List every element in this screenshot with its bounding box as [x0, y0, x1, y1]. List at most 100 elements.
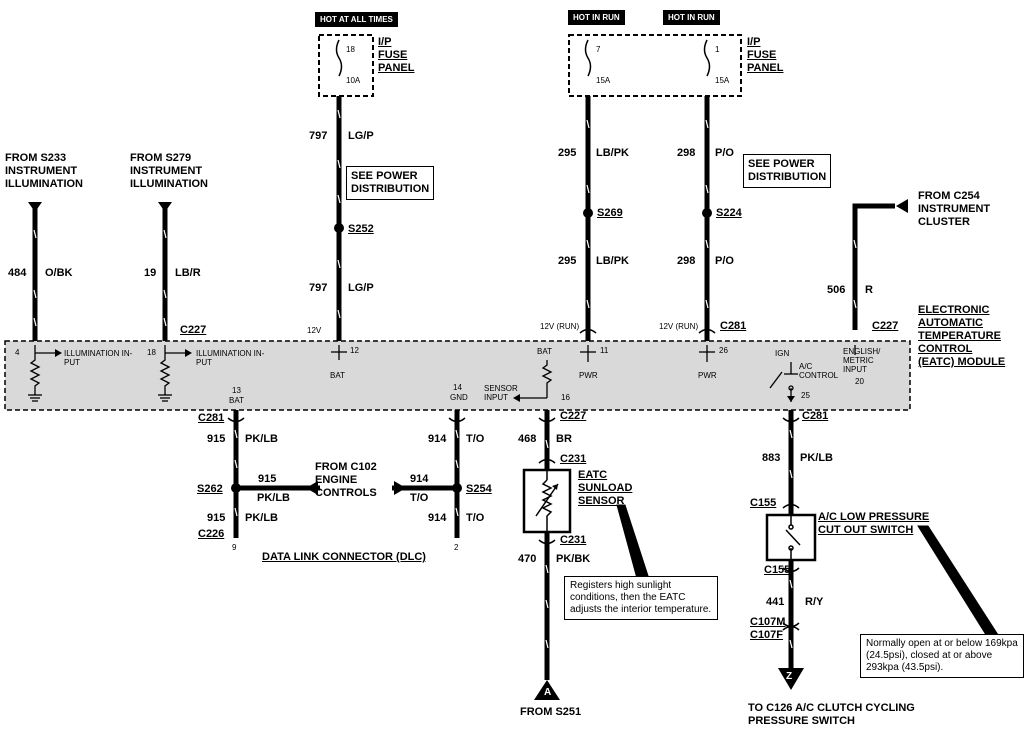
terminal-a-letter: A: [544, 687, 552, 698]
fuse-7-rating: 15A: [596, 76, 611, 85]
connector-symbols: [227, 328, 800, 631]
terminal-z-to: TO C126 A/C CLUTCH CYCLING PRESSURE SWIT…: [748, 702, 915, 727]
voltage-12v-run-a: 12V (RUN): [540, 322, 580, 331]
wire-506-color: R: [865, 284, 873, 296]
wire-468-color: BR: [556, 433, 572, 445]
from-c102-engine-controls: FROM C102 ENGINE CONTROLS: [315, 461, 377, 499]
wire-915-a-color: PK/LB: [245, 433, 278, 445]
wire-797-lower-circuit: 797: [309, 282, 328, 294]
module-arrows: [55, 349, 795, 402]
sunload-sensor-label: EATC SUNLOAD SENSOR: [578, 469, 633, 507]
fuse-18-number: 18: [346, 45, 355, 54]
wire-915-mid-circuit: 915: [258, 473, 277, 485]
connector-c231-top: C231: [560, 453, 587, 465]
ign-label: IGN: [775, 349, 790, 358]
connector-c281-bottom-left: C281: [198, 412, 225, 424]
pressure-switch-symbol: [785, 515, 801, 560]
connector-c227-top-right: C227: [872, 320, 899, 332]
connector-c227-bottom: C227: [560, 410, 587, 422]
wire-914-a-color: T/O: [466, 433, 485, 445]
connector-c227-top-left: C227: [180, 324, 207, 336]
wire-484-color: O/BK: [45, 267, 73, 279]
sensor-bat: BAT: [537, 347, 552, 356]
connector-c281-bottom-right: C281: [802, 410, 829, 422]
source-arrow-s233: [28, 202, 42, 212]
ac-control-label: A/C CONTROL: [799, 362, 839, 380]
wire-914-b-circuit: 914: [428, 512, 447, 524]
see-power-distribution-right: SEE POWER DISTRIBUTION: [743, 154, 832, 188]
terminal-a-from: FROM S251: [520, 706, 582, 718]
pin-4: 4: [15, 348, 20, 357]
wire-797-lower-color: LG/P: [348, 282, 374, 294]
splice-s269: [583, 208, 593, 218]
wire-295-lower-circuit: 295: [558, 255, 577, 267]
illumination-input-2: ILLUMINATION IN- PUT: [196, 349, 265, 367]
pin-26: 26: [719, 346, 728, 355]
wire-441-circuit: 441: [766, 596, 785, 608]
wire-883-circuit: 883: [762, 452, 781, 464]
illumination-input-1: ILLUMINATION IN- PUT: [64, 349, 133, 367]
eatc-module-label: ELECTRONIC AUTOMATIC TEMPERATURE CONTROL…: [918, 304, 1006, 368]
fuse-7-number: 7: [596, 45, 601, 54]
connector-c107m: C107M: [750, 616, 786, 628]
pin-12-bat: BAT: [330, 371, 345, 380]
wire-914-a-circuit: 914: [428, 433, 447, 445]
pin-11-pwr: PWR: [579, 371, 598, 380]
wire-797-upper-color: LG/P: [348, 130, 374, 142]
module-internals: [28, 345, 856, 402]
sunload-sensor-note: Registers high sunlight conditions, then…: [564, 576, 718, 620]
wire-470-circuit: 470: [518, 553, 537, 565]
wire-468-circuit: 468: [518, 433, 537, 445]
connector-c107f: C107F: [750, 629, 784, 641]
wire-hash-marks: [33, 109, 857, 649]
wire-915-b-color: PK/LB: [245, 512, 278, 524]
from-c254-label: FROM C254 INSTRUMENT CLUSTER: [918, 190, 991, 228]
engine-controls-arrow-left: [306, 481, 318, 495]
fuse-panel-right-box: [568, 34, 742, 97]
dlc-label: DATA LINK CONNECTOR (DLC): [262, 551, 426, 563]
pin-26-pwr: PWR: [698, 371, 717, 380]
dlc-pin-9: 9: [232, 543, 237, 552]
fuse-panel-left-box: [318, 34, 374, 97]
english-metric-input: ENGLISH/ METRIC INPUT: [843, 347, 881, 374]
pin-13-bat: BAT: [229, 396, 244, 405]
wire-298-lower-color: P/O: [715, 255, 734, 267]
wire-298-upper-circuit: 298: [677, 147, 696, 159]
voltage-12v-run-b: 12V (RUN): [659, 322, 699, 331]
fuse-18-rating: 10A: [346, 76, 361, 85]
splice-s269-label: S269: [597, 207, 623, 219]
wire-506: [852, 203, 895, 330]
pin-14-gnd: GND: [450, 393, 468, 402]
wire-470-color: PK/BK: [556, 553, 591, 565]
fuse-symbols: [335, 39, 711, 77]
pin-25: 25: [801, 391, 810, 400]
splice-dots: [231, 208, 712, 493]
wire-883-color: PK/LB: [800, 452, 833, 464]
source-arrow-s279: [158, 202, 172, 212]
splice-s224-label: S224: [716, 207, 742, 219]
splice-s252-label: S252: [348, 223, 374, 235]
wire-295-upper-color: LB/PK: [596, 147, 629, 159]
wires: [32, 96, 895, 680]
pin-13: 13: [232, 386, 241, 395]
terminal-z: [778, 668, 804, 690]
wire-506-circuit: 506: [827, 284, 846, 296]
eatc-module-body: [4, 340, 911, 411]
wire-797-upper-circuit: 797: [309, 130, 328, 142]
fuse-panel-right-label: I/P FUSE PANEL: [747, 36, 784, 74]
sensor-input-label: SENSOR INPUT: [484, 384, 518, 402]
pin-14: 14: [453, 383, 462, 392]
wire-914-b-color: T/O: [466, 512, 485, 524]
wire-915-a-circuit: 915: [207, 433, 226, 445]
wire-298-lower-circuit: 298: [677, 255, 696, 267]
connector-c281-top: C281: [720, 320, 747, 332]
sunload-sensor-arrow: [552, 484, 558, 490]
dlc-pin-2: 2: [454, 543, 459, 552]
wire-441-color: R/Y: [805, 596, 824, 608]
pressure-switch-label: A/C LOW PRESSURE CUT OUT SWITCH: [818, 511, 930, 536]
splice-s252: [334, 223, 344, 233]
wire-19-color: LB/R: [175, 267, 201, 279]
splice-s262-label: S262: [197, 483, 223, 495]
fuse-1-number: 1: [715, 45, 720, 54]
hot-at-all-times-tag: HOT AT ALL TIMES: [315, 12, 398, 27]
